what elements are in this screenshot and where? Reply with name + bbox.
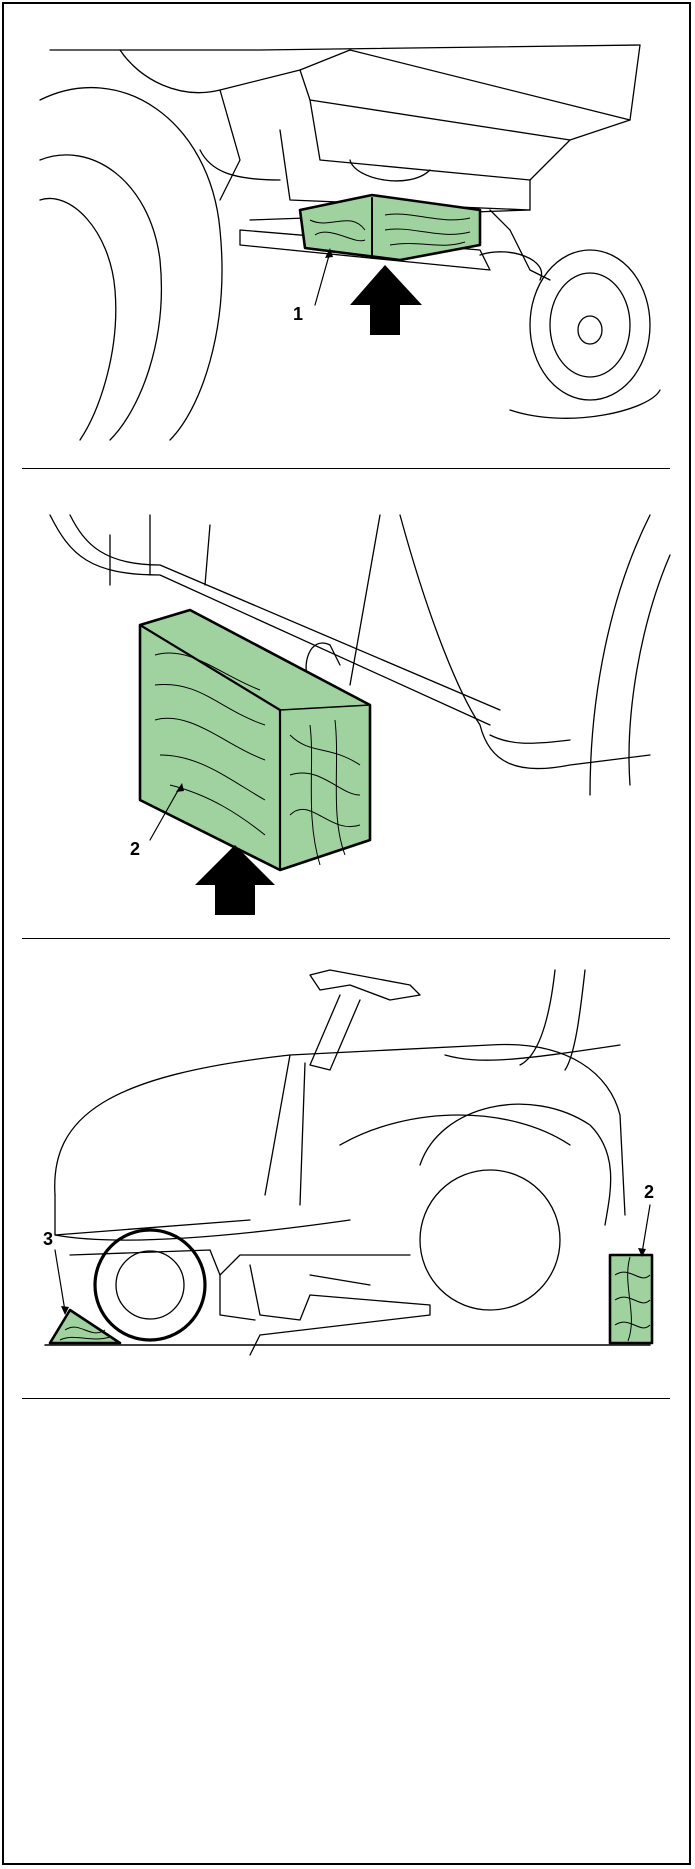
divider-2 xyxy=(22,938,670,939)
divider-1 xyxy=(22,468,670,469)
panel-front-axle-support: 1 xyxy=(10,30,680,450)
tractor-side-illustration: 3 2 xyxy=(43,969,654,1356)
panel-tractor-side: 3 2 xyxy=(10,955,680,1375)
callout-2: 2 xyxy=(130,839,140,859)
side-support-illustration: 2 xyxy=(49,514,671,915)
lift-arrow-1 xyxy=(350,265,422,335)
lift-arrow-2 xyxy=(195,845,275,915)
front-wheel xyxy=(93,1228,207,1342)
callout-2b: 2 xyxy=(644,1182,654,1202)
divider-3 xyxy=(22,1398,670,1399)
wood-block-2 xyxy=(138,608,372,872)
callout-3: 3 xyxy=(43,1229,53,1249)
wheel-chock-3 xyxy=(48,1308,122,1345)
front-axle-illustration: 1 xyxy=(39,44,661,441)
panel-side-support: 2 xyxy=(10,495,680,915)
wood-block-1 xyxy=(298,193,482,262)
wood-block-2b xyxy=(608,1253,654,1345)
callout-1: 1 xyxy=(293,304,303,324)
